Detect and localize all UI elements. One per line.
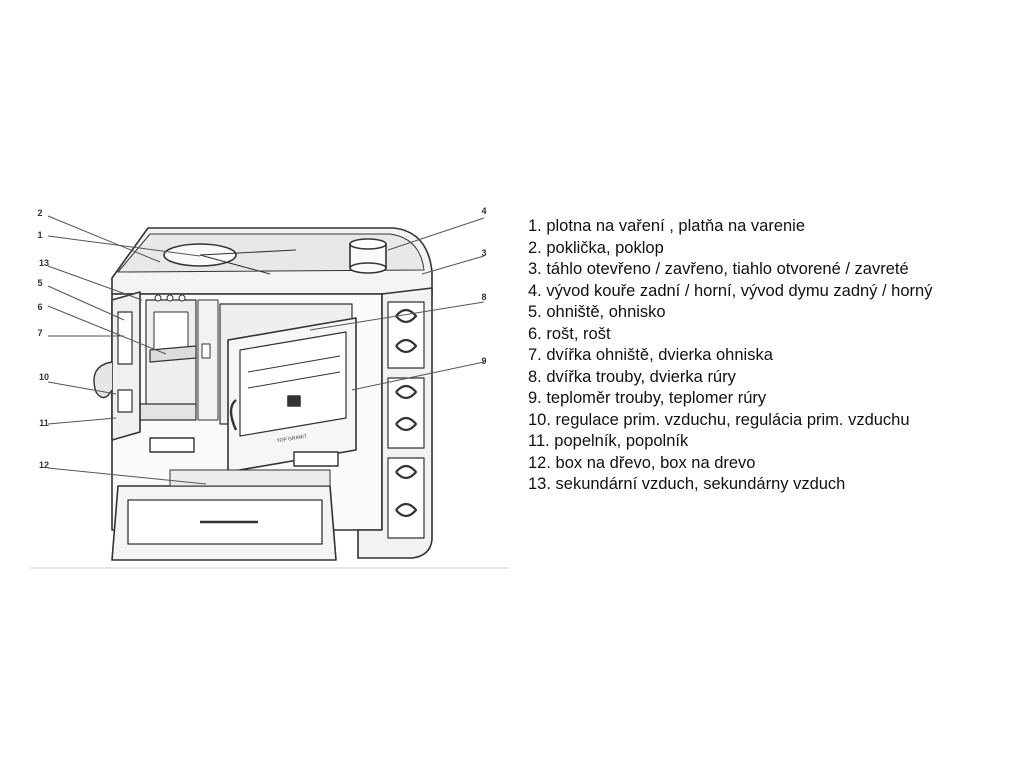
callout-13: 13 bbox=[39, 258, 49, 268]
callout-3: 3 bbox=[481, 248, 486, 258]
legend-item-11: 11. popelník, popolník bbox=[528, 432, 689, 450]
legend-item-8: 8. dvířka trouby, dvierka rúry bbox=[528, 367, 736, 386]
legend-item-3: 3. táhlo otevřeno / zavřeno, tiahlo otvo… bbox=[528, 260, 909, 278]
legend-item-12: 12. box na dřevo, box na drevo bbox=[528, 453, 756, 472]
callout-11: 11 bbox=[39, 418, 49, 428]
callout-1: 1 bbox=[37, 230, 42, 240]
callout-9: 9 bbox=[481, 356, 486, 366]
callout-5: 5 bbox=[37, 278, 42, 288]
legend-item-9: 9. teploměr trouby, teplomer rúry bbox=[528, 389, 767, 407]
legend-item-7: 7. dvířka ohniště, dvierka ohniska bbox=[528, 346, 773, 364]
legend-item-1: 1. plotna na vaření , platňa na varenie bbox=[528, 217, 806, 235]
oven-thermometer bbox=[287, 395, 301, 407]
firebox-door-handle bbox=[93, 361, 113, 399]
stove-diagram: 2 1 13 5 6 7 10 11 12 4 3 8 9 TOP GRANIT bbox=[30, 206, 508, 569]
legend-item-13: 13. sekundární vzduch, sekundárny vzduch bbox=[528, 475, 846, 493]
legend-item-5: 5. ohniště, ohnisko bbox=[528, 303, 666, 321]
callout-6: 6 bbox=[37, 302, 42, 312]
legend-item-4: 4. vývod kouře zadní / horní, vývod dymu… bbox=[528, 281, 933, 300]
parts-legend: 1. plotna na vaření , platňa na varenie … bbox=[528, 216, 932, 496]
callout-10: 10 bbox=[39, 372, 49, 382]
callout-12: 12 bbox=[39, 460, 49, 470]
legend-item-6: 6. rošt, rošt bbox=[528, 324, 611, 343]
callout-8: 8 bbox=[481, 292, 486, 302]
ash-pan bbox=[139, 403, 197, 421]
oven-door-label: TOP GRANIT bbox=[276, 434, 307, 445]
legend-item-10: 10. regulace prim. vzduchu, regulácia pr… bbox=[528, 410, 910, 429]
grate bbox=[149, 345, 197, 363]
callout-4: 4 bbox=[481, 206, 486, 216]
callout-7: 7 bbox=[37, 328, 42, 338]
callout-2: 2 bbox=[37, 208, 42, 218]
legend-item-2: 2. poklička, poklop bbox=[528, 238, 664, 257]
